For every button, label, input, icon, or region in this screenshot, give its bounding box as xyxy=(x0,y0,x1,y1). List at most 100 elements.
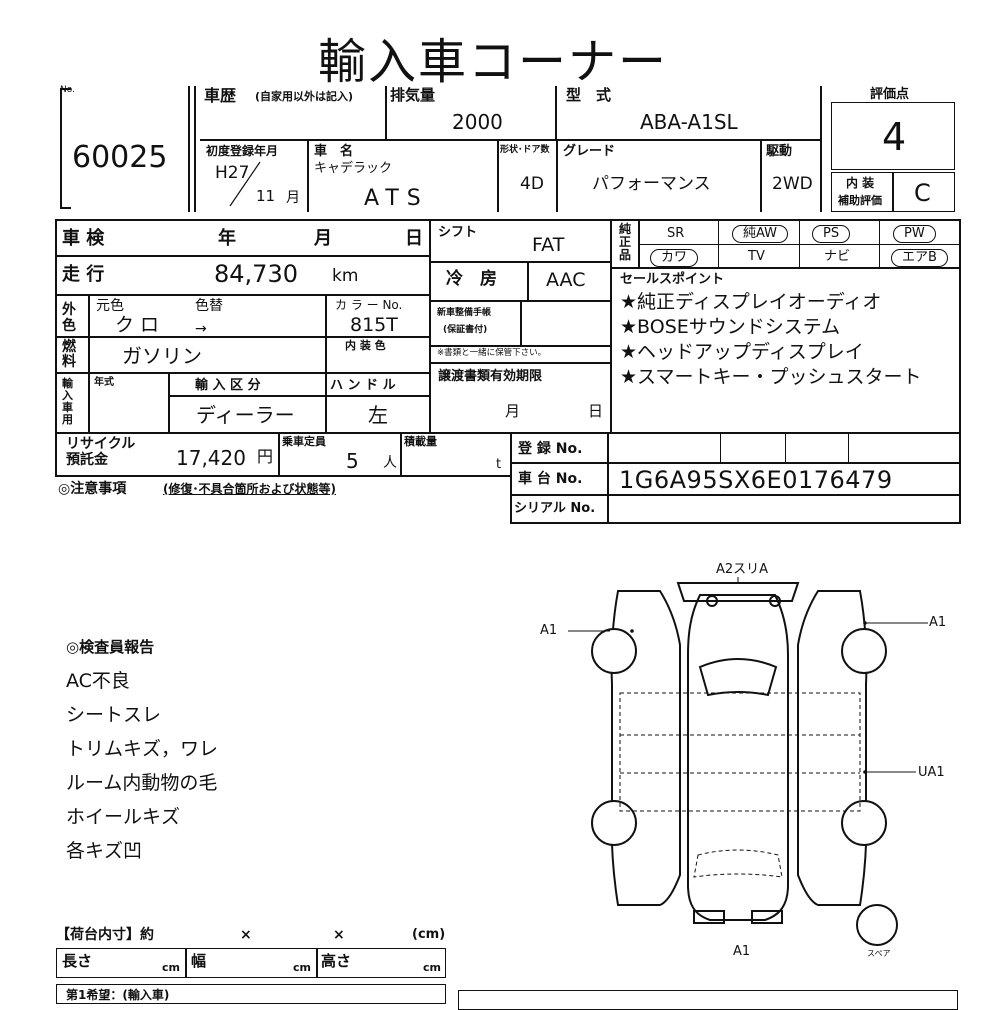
equip-ps: PS xyxy=(812,225,851,243)
warranty-note: ※書類と一緒に保管下さい。 xyxy=(437,348,547,358)
interior-color-label: 内 装 色 xyxy=(345,339,386,352)
interior-label-1: 内 装 xyxy=(846,176,875,190)
score-value: 4 xyxy=(882,115,907,159)
equip-leather-wrap: カワ xyxy=(650,248,699,267)
sales-point-3: ★ヘッドアップディスプレイ xyxy=(620,341,864,363)
capacity-value: 5 xyxy=(346,449,359,473)
orig-color-value: ク ロ xyxy=(115,314,160,336)
equip-leather: カワ xyxy=(650,249,699,267)
car-name: ATS xyxy=(364,186,429,211)
recycle-yen: 円 xyxy=(257,447,274,466)
repaint-value: → xyxy=(195,321,207,337)
preference-text: 第1希望：(輸入車) xyxy=(66,988,170,1002)
color-no-value: 815T xyxy=(350,314,398,336)
repaint-label: 色替 xyxy=(195,298,223,314)
reg-no-label: 登 録 No. xyxy=(518,441,583,457)
shaken-year-unit: 年 xyxy=(218,228,236,249)
color-no-label: カ ラ ー No. xyxy=(335,298,403,312)
equip-sr: SR xyxy=(667,226,685,241)
lot-number: 60025 xyxy=(72,140,168,175)
cargo-length-unit: cm xyxy=(162,961,180,974)
grade-label: グレード xyxy=(563,144,616,159)
transfer-label: 譲渡書類有効期限 xyxy=(438,369,543,384)
ac-label: 冷 房 xyxy=(446,269,497,289)
cargo-table xyxy=(56,948,446,978)
sales-point-4: ★スマートキー・プッシュスタート xyxy=(620,366,922,388)
equip-pw-wrap: PW xyxy=(893,224,936,243)
ac-value: AAC xyxy=(546,269,586,291)
equip-aw-wrap: 純AW xyxy=(732,224,789,243)
damage-label-right-rear: UA1 xyxy=(918,765,945,780)
sales-point-1: ★純正ディスプレイオーディオ xyxy=(620,291,882,313)
inspector-line-5: ホイールキズ xyxy=(66,806,181,828)
cargo-title: 【荷台内寸】約 xyxy=(56,927,154,943)
capacity-label: 乗車定員 xyxy=(282,435,326,448)
shift-label: シフト xyxy=(438,225,478,240)
maker-name: キャデラック xyxy=(314,161,393,176)
damage-label-left-front: A1 xyxy=(540,623,558,638)
shaken-day-unit: 日 xyxy=(405,228,423,249)
spare-label: スペア xyxy=(867,949,891,958)
inspector-line-4: ルーム内動物の毛 xyxy=(66,772,218,794)
spare-tire xyxy=(856,904,898,946)
equip-navi: ナビ xyxy=(824,249,851,264)
history-note: (自家用以外は記入) xyxy=(255,90,354,103)
cargo-width-unit: cm xyxy=(293,961,311,974)
equipment-label: 純正品 xyxy=(619,222,632,262)
warranty-label-1: 新車整備手帳 xyxy=(437,308,492,318)
notes-label: ◎注意事項 xyxy=(58,481,127,497)
equip-pw: PW xyxy=(893,225,936,243)
color-side-label: 外色 xyxy=(62,302,76,334)
damage-label-right-front: A1 xyxy=(929,615,947,630)
model-value: ABA-A1SL xyxy=(640,110,738,134)
mileage-value: 84,730 xyxy=(214,260,298,288)
model-year-label: 年式 xyxy=(94,377,114,388)
chassis-label: 車 台 No. xyxy=(518,471,583,487)
inspector-line-2: シートスレ xyxy=(66,704,162,726)
capacity-unit: 人 xyxy=(383,455,397,471)
rear-window xyxy=(698,658,778,697)
damage-label-top: A2スリA xyxy=(716,562,769,577)
drive-label: 駆動 xyxy=(766,144,793,159)
fuel-value: ガソリン xyxy=(122,344,202,368)
history-label: 車歴 xyxy=(204,86,237,105)
wheel-right-front xyxy=(841,800,887,846)
sales-point-2: ★BOSEサウンドシステム xyxy=(620,316,841,338)
first-reg-month: 11 xyxy=(256,187,276,205)
cargo-width-label: 幅 xyxy=(191,952,207,970)
car-damage-diagram xyxy=(568,577,928,946)
grade-value: パフォーマンス xyxy=(592,174,711,194)
no-label: No. xyxy=(60,85,75,95)
lot-bracket xyxy=(60,88,71,209)
transfer-month-unit: 月 xyxy=(505,402,521,420)
mileage-label: 走 行 xyxy=(62,264,105,285)
fuel-label: 燃料 xyxy=(62,339,76,370)
import-type-label: 輸 入 区 分 xyxy=(195,378,261,393)
model-label: 型 式 xyxy=(566,86,612,104)
load-label: 積載量 xyxy=(404,435,437,448)
recycle-label-2: 預託金 xyxy=(66,452,108,468)
equip-ps-wrap: PS xyxy=(812,224,851,243)
rear-spoiler xyxy=(676,582,800,602)
doors-value: 4D xyxy=(520,174,544,194)
doors-label: 形状･ドア数 xyxy=(500,145,550,155)
handle-value: 左 xyxy=(368,403,388,427)
car-name-label: 車 名 xyxy=(314,144,354,159)
inspector-line-1: AC不良 xyxy=(66,670,130,692)
import-label: 輸入車用 xyxy=(62,377,73,426)
warranty-label-2: (保証書付) xyxy=(443,325,488,335)
shift-value: FAT xyxy=(532,234,565,256)
damage-label-bottom: A1 xyxy=(733,944,751,959)
equip-aw: 純AW xyxy=(732,225,789,243)
bottom-right-box xyxy=(458,990,958,1010)
orig-color-label: 元色 xyxy=(96,298,124,314)
displacement-value: 2000 xyxy=(452,110,503,134)
score-box xyxy=(831,102,955,170)
car-body xyxy=(687,594,789,921)
mileage-unit: km xyxy=(332,266,359,286)
first-reg-month-unit: 月 xyxy=(286,190,300,206)
drive-value: 2WD xyxy=(772,174,813,194)
score-label: 評価点 xyxy=(870,87,910,102)
recycle-value: 17,420 xyxy=(176,446,246,470)
wheel-left-rear xyxy=(591,628,637,674)
